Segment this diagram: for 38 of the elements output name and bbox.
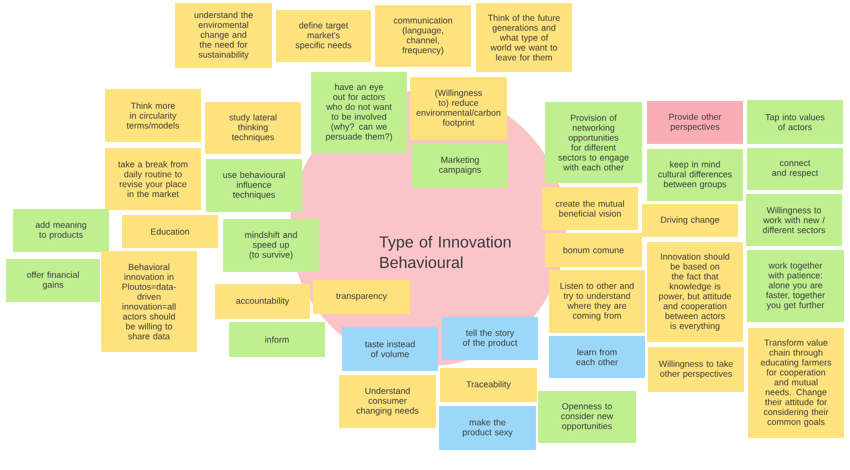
sticky-note: connect and respect xyxy=(747,148,843,190)
sticky-note: Behavioral innovation in Ploutos=data-driven innovation=all actors should be willing to share data xyxy=(101,251,197,352)
sticky-note: mindshift and speed up (to survive) xyxy=(223,219,319,272)
sticky-note: have an eye out for actors who do not want to be involved (why? can we persuade them?) xyxy=(311,72,407,153)
sticky-note: Willingness to take other perspectives xyxy=(648,347,744,392)
sticky-note: make the product sexy xyxy=(439,406,536,450)
sticky-note: Traceability xyxy=(440,368,537,402)
sticky-note: create the mutual beneficial vision xyxy=(542,187,638,230)
sticky-note: Think more in circularity terms/models xyxy=(105,89,201,142)
sticky-note: Driving change xyxy=(642,204,738,237)
sticky-note: Think of the future generations and what type of world we want to leave for them xyxy=(476,3,572,72)
sticky-note: study lateral thinking techniques xyxy=(205,102,301,154)
sticky-note: Willingness to work with new / different sectors xyxy=(746,194,842,246)
sticky-note: (Willingness to) reduce environmental/carbon footprint xyxy=(410,77,507,140)
sticky-note: Listen to other and try to understand where they are coming from xyxy=(549,270,645,333)
sticky-note: learn from each other xyxy=(549,336,645,378)
sticky-note: keep in mind cultural differences between groups xyxy=(647,149,743,201)
sticky-note: Tap into values of actors xyxy=(747,100,843,144)
sticky-note: Transform value chain through educating farmers for cooperation and mutual needs. Change their attitude for considering their common goals xyxy=(748,328,844,438)
sticky-note: communication (language, channel, frequency) xyxy=(375,5,471,67)
sticky-note: Provision of networking opportunities for different sectors to engage with each other xyxy=(545,102,642,183)
sticky-note: define target market's specific needs xyxy=(276,10,371,62)
sticky-note: Provide other perspectives xyxy=(647,101,743,144)
sticky-note: bonum comune xyxy=(545,233,642,267)
sticky-note: Marketing campaigns xyxy=(412,143,508,188)
sticky-note: offer financial gains xyxy=(6,259,100,302)
sticky-note: understand the enviromental change and the need for sustainability xyxy=(175,3,272,68)
sticky-note: Innovation should be based on the fact that knowledge is power, but attitude and cooperation between actors is everything xyxy=(647,242,743,342)
sticky-note: Education xyxy=(122,215,218,248)
sticky-note: inform xyxy=(229,322,325,357)
sticky-note: use behavioural influence techniques xyxy=(206,159,302,212)
sticky-note: accountability xyxy=(215,284,310,319)
sticky-note: Openness to consider new opportunities xyxy=(538,391,636,443)
sticky-note: taste instead of volume xyxy=(342,327,438,371)
sticky-note: Understand consumer changing needs xyxy=(339,375,436,428)
sticky-note: take a break from daily routine to revise your place in the market xyxy=(105,148,201,210)
sticky-note: work together with patience: alone you are faster, together you get further xyxy=(747,250,844,322)
sticky-note: add meaning to products xyxy=(13,209,109,252)
